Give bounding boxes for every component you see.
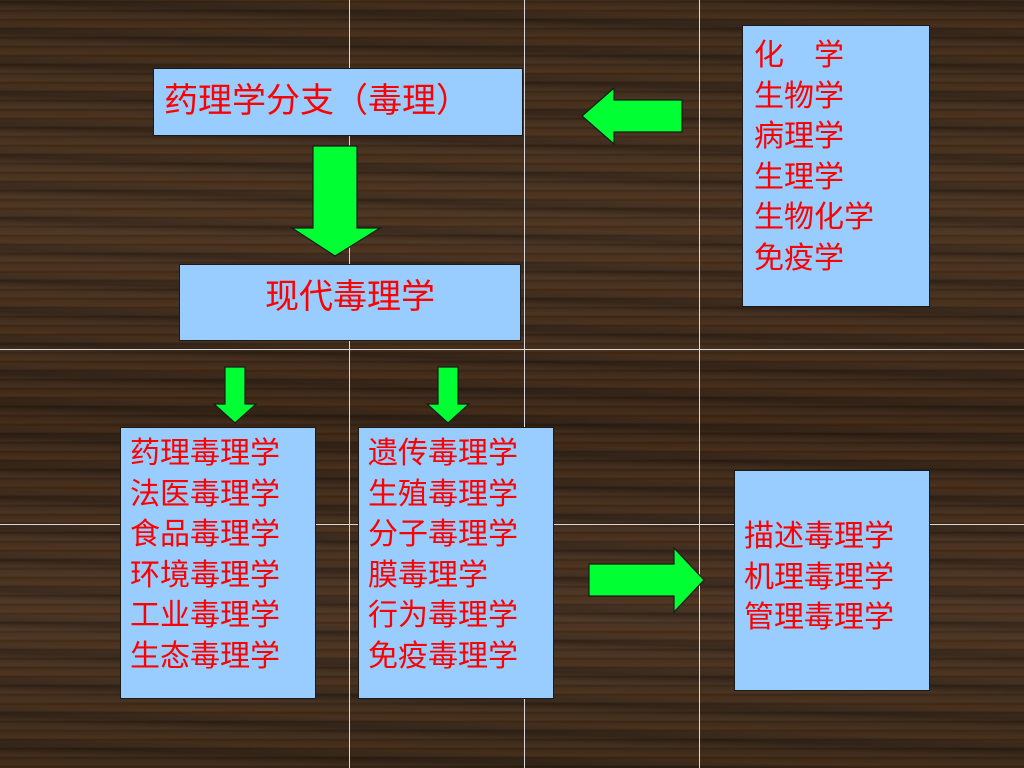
- applied-tox-item: 药理毒理学: [130, 436, 280, 471]
- discipline-item: 化 学: [754, 38, 844, 73]
- arrow-down-icon: [425, 366, 471, 424]
- mechanism-tox-item: 行为毒理学: [368, 598, 518, 633]
- discipline-item: 免疫学: [754, 240, 844, 276]
- discipline-item: 生物化学: [754, 200, 874, 235]
- discipline-item: 生物学: [754, 78, 844, 114]
- applied-tox-item: 生态毒理学: [130, 638, 280, 674]
- mechanism-tox-item: 免疫毒理学: [368, 638, 518, 674]
- arrow-down-icon: [212, 366, 258, 424]
- mechanism-tox-item: 遗传毒理学: [368, 436, 518, 471]
- modern-toxicology-label: 现代毒理学: [265, 277, 435, 317]
- grid-line-vertical: [699, 0, 700, 768]
- research-type-item: 描述毒理学: [744, 519, 894, 554]
- discipline-item: 病理学: [754, 119, 844, 154]
- mechanism-tox-item: 分子毒理学: [368, 517, 518, 552]
- research-type-item: 机理毒理学: [744, 559, 894, 595]
- arrow-right-icon: [588, 546, 705, 614]
- research-types-box: 描述毒理学 机理毒理学 管理毒理学: [734, 470, 930, 691]
- grid-line-vertical: [524, 0, 525, 768]
- mechanism-tox-item: 生殖毒理学: [368, 476, 518, 512]
- applied-toxicology-box: 药理毒理学 法医毒理学 食品毒理学 环境毒理学 工业毒理学 生态毒理学: [120, 427, 316, 699]
- applied-tox-item: 环境毒理学: [130, 557, 280, 593]
- modern-toxicology-box: 现代毒理学: [179, 264, 521, 341]
- arrow-left-icon: [581, 86, 683, 146]
- applied-tox-item: 法医毒理学: [130, 476, 280, 512]
- discipline-item: 生理学: [754, 159, 844, 195]
- grid-line-vertical: [349, 0, 350, 768]
- related-disciplines-box: 化 学 生物学 病理学 生理学 生物化学 免疫学: [742, 25, 930, 307]
- applied-tox-item: 工业毒理学: [130, 598, 280, 633]
- mechanism-toxicology-box: 遗传毒理学 生殖毒理学 分子毒理学 膜毒理学 行为毒理学 免疫毒理学: [358, 427, 554, 699]
- grid-line-horizontal: [0, 349, 1024, 350]
- pharmacology-branch-box: 药理学分支（毒理）: [153, 68, 523, 136]
- research-type-item: 管理毒理学: [744, 600, 894, 635]
- mechanism-tox-item: 膜毒理学: [368, 557, 488, 593]
- pharmacology-branch-label: 药理学分支（毒理）: [164, 81, 470, 121]
- arrow-down-icon: [289, 145, 383, 257]
- applied-tox-item: 食品毒理学: [130, 517, 280, 552]
